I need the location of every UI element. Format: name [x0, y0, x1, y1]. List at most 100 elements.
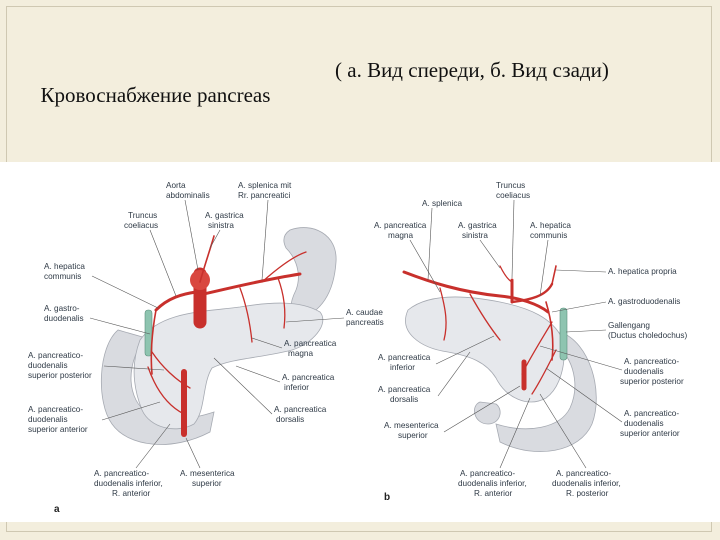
leader-a-mesent: [185, 437, 201, 469]
splenic-a: [202, 272, 302, 296]
label-a-pdsa-2: duodenalis: [28, 415, 68, 424]
label-b-pdsp-2: duodenalis: [624, 367, 664, 376]
label-a-caudae-1: A. caudae: [346, 308, 383, 317]
anatomy-figure-svg: Aorta abdominalis A. splenica mit Rr. pa…: [28, 181, 687, 515]
label-b-pmagna-2: magna: [388, 231, 413, 240]
leader-b-hep-propria: [555, 269, 607, 273]
label-b-pinf-1: A. pancreatica: [378, 353, 431, 362]
label-a-pdsp-3: superior posterior: [28, 371, 92, 380]
leader-a-pinf: [235, 365, 281, 383]
panel-b-leaders: [409, 199, 623, 469]
leader-b-pdsp: [539, 345, 623, 371]
label-b-gastrica-2: sinistra: [462, 231, 488, 240]
label-b-pdors-1: A. pancreatica: [378, 385, 431, 394]
label-a-pinf-2: inferior: [284, 383, 309, 392]
panel-b-illustration: [402, 265, 597, 453]
label-b-pdia-1: A. pancreatico-: [460, 469, 515, 478]
label-b-mesent-2: superior: [398, 431, 428, 440]
label-b-pdia-3: R. anterior: [474, 489, 512, 498]
leader-a-splenica: [261, 199, 269, 281]
label-b-pdsa-2: duodenalis: [624, 419, 664, 428]
pmagna-b: [439, 287, 447, 341]
label-a-gastrica-2: sinistra: [208, 221, 234, 230]
pinf-b: [469, 293, 501, 341]
leader-a-pdors: [213, 357, 273, 415]
label-a-pdsa-1: A. pancreatico-: [28, 405, 83, 414]
hep-propria-b: [551, 265, 557, 285]
label-b-pdip-1: A. pancreatico-: [556, 469, 611, 478]
label-b-splenica: A. splenica: [422, 199, 462, 208]
label-a-truncus-2: coeliacus: [124, 221, 158, 230]
panel-a-illustration: [100, 227, 337, 445]
slide-title: Кровоснабжение pancreas ( а. Вид спереди,…: [30, 58, 609, 108]
label-b-mesent-1: A. mesenterica: [384, 421, 439, 430]
gastric-left-a: [199, 235, 215, 283]
leader-b-hepatica: [539, 239, 549, 297]
anatomy-figure: Aorta abdominalis A. splenica mit Rr. pa…: [0, 162, 720, 522]
leader-a-pdsp: [103, 365, 165, 371]
label-a-aorta-1: Aorta: [166, 181, 186, 190]
label-a-pdi-3: R. anterior: [112, 489, 150, 498]
label-a-pdsa-3: superior anterior: [28, 425, 88, 434]
label-b-pdors-2: dorsalis: [390, 395, 418, 404]
hepatic-a: [154, 290, 198, 312]
label-b-pdip-2: duodenalis inferior,: [552, 479, 621, 488]
leader-a-gastrica: [209, 229, 221, 249]
label-b-pdsp-3: superior posterior: [620, 377, 684, 386]
label-b-hepatica-2: communis: [530, 231, 567, 240]
title-part-2: ( а. Вид спереди, б. Вид сзади): [335, 58, 609, 82]
panel-b-labels: A. splenica Truncus coeliacus A. pancrea…: [374, 181, 687, 503]
label-a-pdi-2: duodenalis inferior,: [94, 479, 163, 488]
label-a-pdsp-1: A. pancreatico-: [28, 351, 83, 360]
label-a-gastrica-1: A. gastrica: [205, 211, 244, 220]
label-b-hep-propria: A. hepatica propria: [608, 267, 677, 276]
label-a-pmagna-1: A. pancreatica: [284, 339, 337, 348]
leader-b-pinf: [435, 335, 495, 365]
bile-duct-b: [559, 307, 568, 361]
gastroduod-b: [545, 301, 554, 361]
leader-a-pmagna: [251, 337, 283, 349]
label-b-pdsp-1: A. pancreatico-: [624, 357, 679, 366]
splenic-b: [402, 270, 550, 314]
pdsa-a: [147, 366, 185, 415]
gastric-left-b: [499, 265, 513, 283]
leader-a-truncus: [149, 229, 177, 297]
panel-a-leaders: [89, 199, 345, 469]
label-a-pinf-1: A. pancreatica: [282, 373, 335, 382]
duodenum-a: [100, 329, 215, 445]
label-b-gallengang-2: (Ductus choledochus): [608, 331, 687, 340]
jejunum-b: [474, 401, 501, 425]
label-a-pdi-1: A. pancreatico-: [94, 469, 149, 478]
caudae-a: [277, 277, 286, 329]
label-a-pdors-2: dorsalis: [276, 415, 304, 424]
label-a-gastroduod-1: A. gastro-: [44, 304, 80, 313]
leader-b-pdsa: [545, 367, 623, 423]
leader-b-gallengang: [565, 329, 607, 333]
label-b-truncus-2: coeliacus: [496, 191, 530, 200]
leader-a-pdsa: [101, 401, 161, 421]
label-a-splenica-2: Rr. pancreatici: [238, 191, 291, 200]
label-b-gastroduod: A. gastroduodenalis: [608, 297, 680, 306]
label-a-pdsp-2: duodenalis: [28, 361, 68, 370]
label-b-pinf-2: inferior: [390, 363, 415, 372]
title-part-1: Кровоснабжение pancreas: [40, 83, 271, 107]
pdsp-a: [151, 351, 191, 389]
leader-a-gastroduod: [89, 317, 151, 335]
leader-b-splenica: [427, 207, 433, 281]
label-b-truncus-1: Truncus: [496, 181, 525, 190]
label-b-hepatica-1: A. hepatica: [530, 221, 571, 230]
leader-b-pdors: [437, 351, 471, 397]
leader-a-caudae: [285, 317, 345, 323]
label-a-truncus-1: Truncus: [128, 211, 157, 220]
panel-a-labels: Aorta abdominalis A. splenica mit Rr. pa…: [28, 181, 384, 515]
label-b-gastrica-1: A. gastrica: [458, 221, 497, 230]
leader-b-pmagna: [409, 239, 441, 293]
label-b-pmagna-1: A. pancreatica: [374, 221, 427, 230]
leader-a-aorta: [184, 199, 199, 271]
duodenum-b: [495, 331, 597, 453]
leader-b-mesent: [443, 385, 521, 433]
leader-a-pdi: [135, 423, 171, 469]
label-a-hepatica-1: A. hepatica: [44, 262, 85, 271]
leader-b-truncus: [511, 199, 515, 279]
label-a-caudae-2: pancreatis: [346, 318, 384, 327]
